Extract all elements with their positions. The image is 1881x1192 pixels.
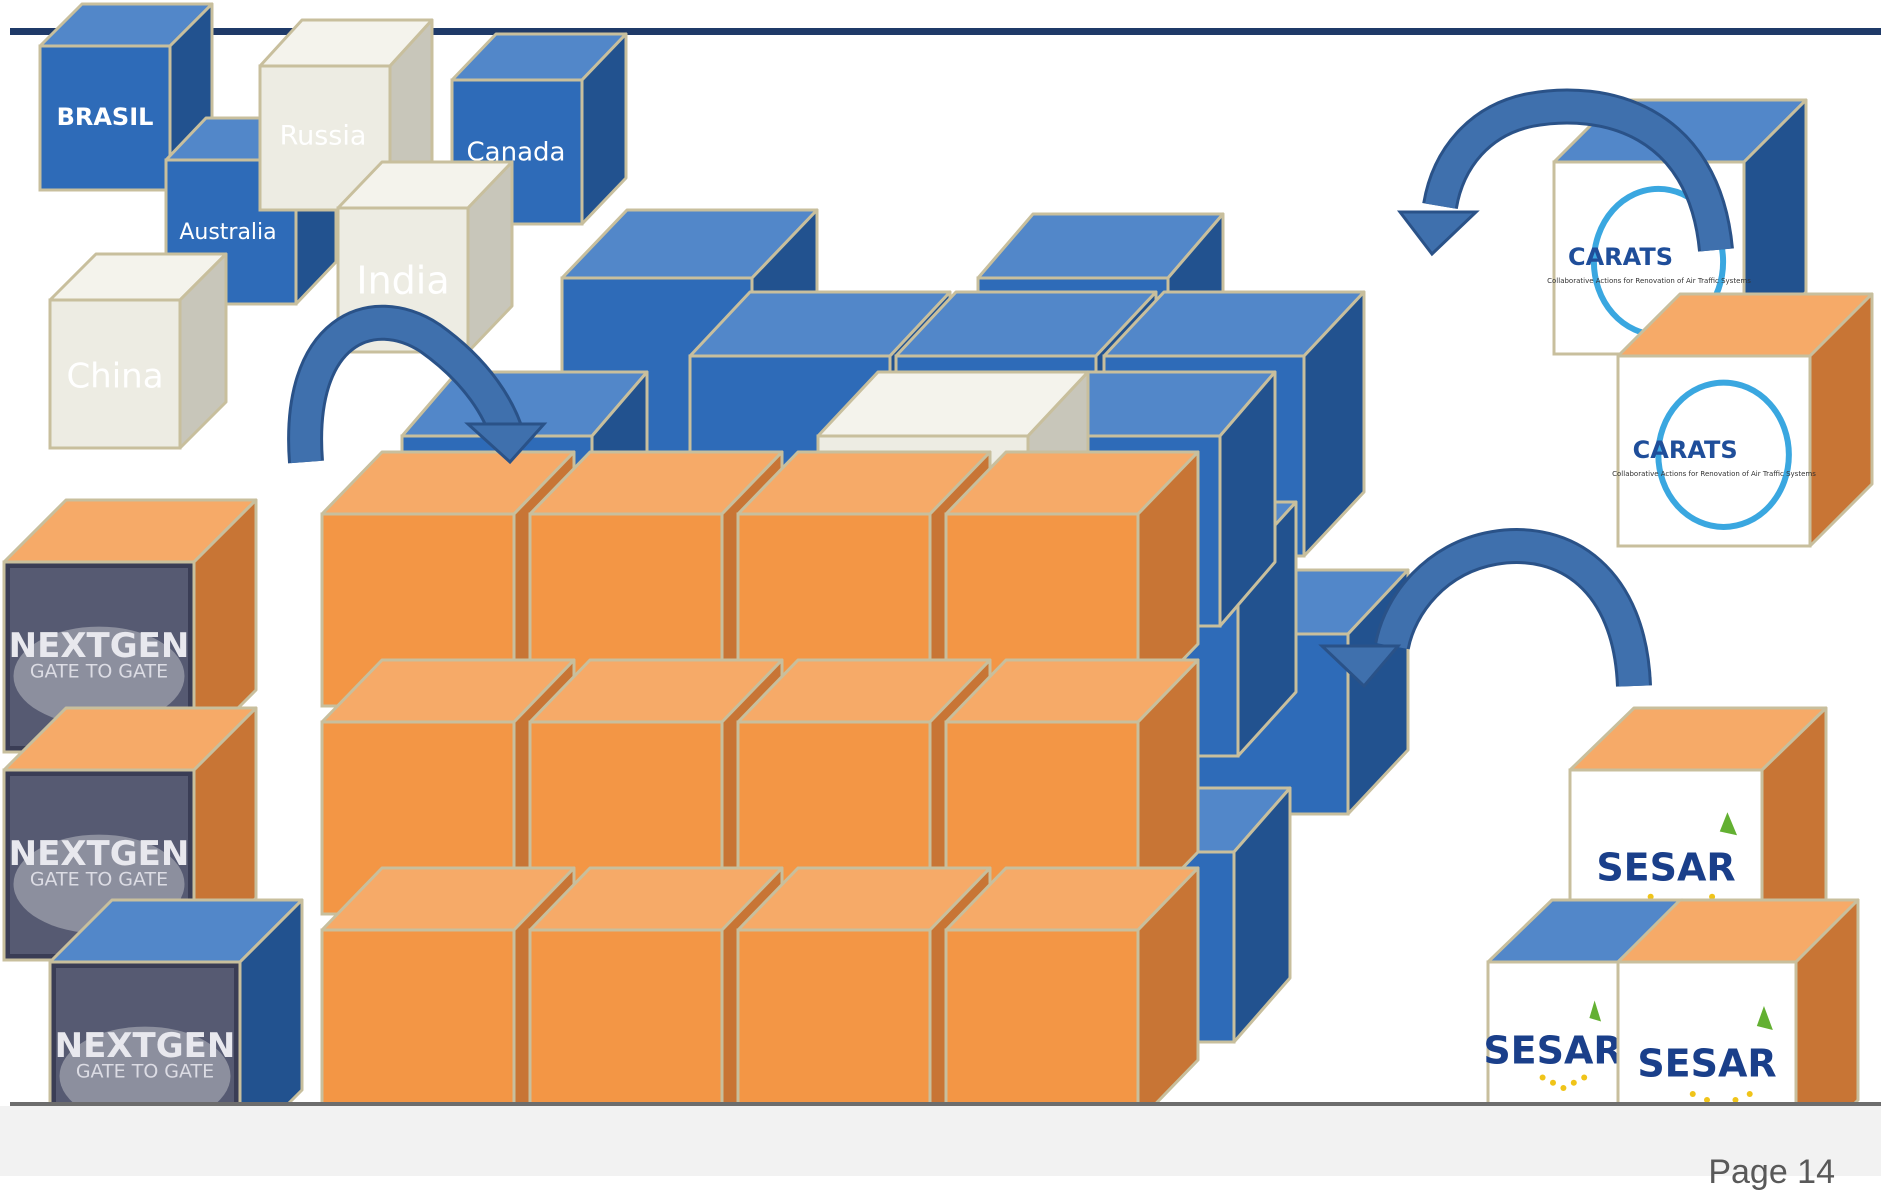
sesar-dot-icon xyxy=(1540,1075,1546,1081)
sesar-title: SESAR xyxy=(1637,1042,1776,1086)
country-cube-china: China xyxy=(50,254,226,448)
orange-cube-r3-c1-front xyxy=(322,930,514,1122)
country-label-australia: Australia xyxy=(179,220,276,245)
sesar-title: SESAR xyxy=(1596,845,1735,889)
footer-divider xyxy=(10,1102,1881,1106)
country-label-india: India xyxy=(356,259,449,303)
carats-subtitle: Collaborative Actions for Renovation of … xyxy=(1612,470,1816,478)
sesar-dot-icon xyxy=(1747,1091,1753,1097)
carats-subtitle: Collaborative Actions for Renovation of … xyxy=(1547,277,1751,285)
sesar-dot-icon xyxy=(1690,1091,1696,1097)
nextgen-subtitle: GATE TO GATE xyxy=(30,869,168,891)
country-label-china: China xyxy=(66,357,163,397)
country-label-brasil: BRASIL xyxy=(57,103,154,131)
arrow-sesar-shaft xyxy=(1392,546,1634,686)
page-number: Page 14 xyxy=(1708,1153,1835,1192)
orange-cube-r3-c4-front xyxy=(946,930,1138,1122)
orange-cube-r3-c3-front xyxy=(738,930,930,1122)
sesar-dot-icon xyxy=(1571,1080,1577,1086)
nextgen-subtitle: GATE TO GATE xyxy=(30,661,168,683)
orange-cube-r3-c4 xyxy=(946,868,1198,1122)
orange-cube-r3-c2-front xyxy=(530,930,722,1122)
sesar-dot-icon xyxy=(1550,1080,1556,1086)
footer-area xyxy=(0,1106,1881,1176)
arrow-carats-head xyxy=(1400,212,1476,254)
carats-title: CARATS xyxy=(1568,243,1673,271)
country-label-russia: Russia xyxy=(280,121,367,152)
sesar-dot-icon xyxy=(1560,1085,1566,1091)
sesar-title: SESAR xyxy=(1483,1029,1622,1073)
nextgen-subtitle: GATE TO GATE xyxy=(76,1061,214,1083)
carats-cube-2: CARATS Collaborative Actions for Renovati… xyxy=(1612,294,1872,546)
carats-title: CARATS xyxy=(1633,436,1738,464)
sesar-dot-icon xyxy=(1581,1075,1587,1081)
